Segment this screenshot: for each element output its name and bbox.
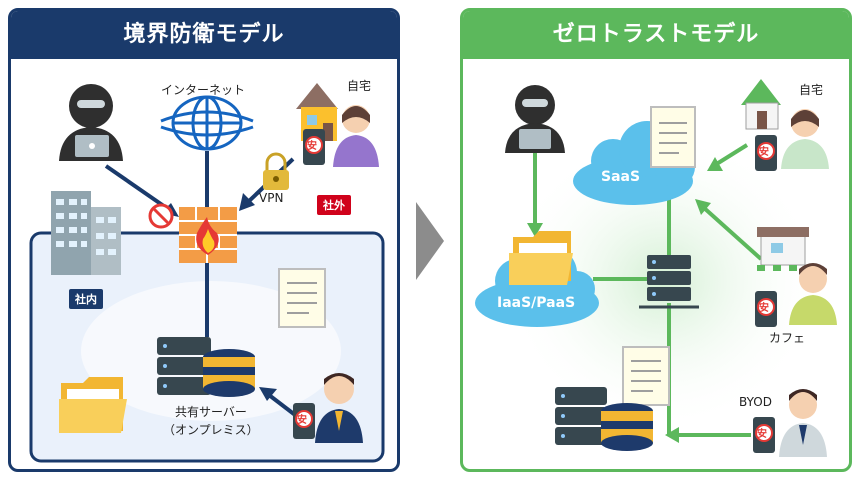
- cafe-shop-icon: [757, 227, 809, 271]
- line-cafe-saas: [701, 205, 763, 261]
- byod-worker-icon: [753, 389, 827, 457]
- arrow-home-head: [707, 157, 723, 171]
- perimeter-defense-panel: 境界防衛モデル: [8, 8, 400, 472]
- home-phone-badge: 安: [759, 147, 769, 158]
- cafe-worker-icon: [755, 263, 837, 327]
- hacker-icon: [505, 85, 565, 153]
- firewall-icon: [179, 207, 237, 263]
- folder-icon: [59, 377, 127, 433]
- byod-label: BYOD: [739, 395, 772, 409]
- cafe-phone-badge: 安: [759, 303, 769, 314]
- line-home-saas: [713, 143, 749, 167]
- saas-label: SaaS: [601, 169, 641, 185]
- internet-globe-icon: [160, 95, 254, 151]
- home-label: 自宅: [347, 79, 372, 93]
- hacker-icon: [59, 84, 123, 161]
- inside-tag: 社内: [69, 289, 103, 309]
- arrow-vpn-head: [239, 193, 255, 211]
- server-label-line1: 共有サーバー: [175, 405, 247, 419]
- home-worker-icon: [755, 109, 829, 171]
- office-building-icon: [51, 191, 121, 275]
- vpn-label: VPN: [259, 191, 284, 205]
- arrow-employee-head: [259, 387, 277, 401]
- employee-phone-badge: 安: [297, 415, 307, 426]
- arrow-byod-head: [665, 427, 679, 443]
- perimeter-defense-diagram: [29, 83, 385, 463]
- arrow-cafe-head: [695, 199, 711, 215]
- data-server-icon: [555, 387, 653, 451]
- byod-phone-badge: 安: [757, 429, 767, 440]
- arrow-hacker-head: [527, 223, 543, 237]
- iaas-folder-icon: [509, 231, 573, 285]
- server-document-icon: [622, 346, 670, 406]
- zero-trust-panel: ゼロトラストモデル: [460, 8, 852, 472]
- remote-worker-icon: [303, 105, 379, 167]
- zero-trust-diagram: [475, 79, 837, 457]
- no-entry-icon: [148, 203, 174, 229]
- vpn-padlock-icon: [263, 152, 289, 190]
- hub-server-icon: [639, 255, 699, 309]
- perimeter-defense-title: 境界防衛モデル: [11, 11, 397, 59]
- zero-trust-title: ゼロトラストモデル: [463, 11, 849, 59]
- outside-tag: 社外: [317, 195, 351, 215]
- cafe-label: カフェ: [769, 331, 806, 345]
- iaas-label: IaaS/PaaS: [497, 295, 576, 311]
- employee-icon: [293, 373, 363, 443]
- document-icon: [278, 268, 326, 328]
- internet-label: インターネット: [161, 83, 246, 97]
- arrow-hacker-firewall: [104, 164, 173, 213]
- server-label-line2: （オンプレミス）: [163, 423, 259, 437]
- home-label: 自宅: [799, 83, 824, 97]
- remote-phone-badge: 安: [307, 141, 317, 152]
- shared-server-icon: [157, 337, 255, 397]
- transition-arrow-icon: [416, 202, 444, 280]
- home-house-icon: [741, 79, 781, 130]
- saas-document-icon: [650, 106, 696, 168]
